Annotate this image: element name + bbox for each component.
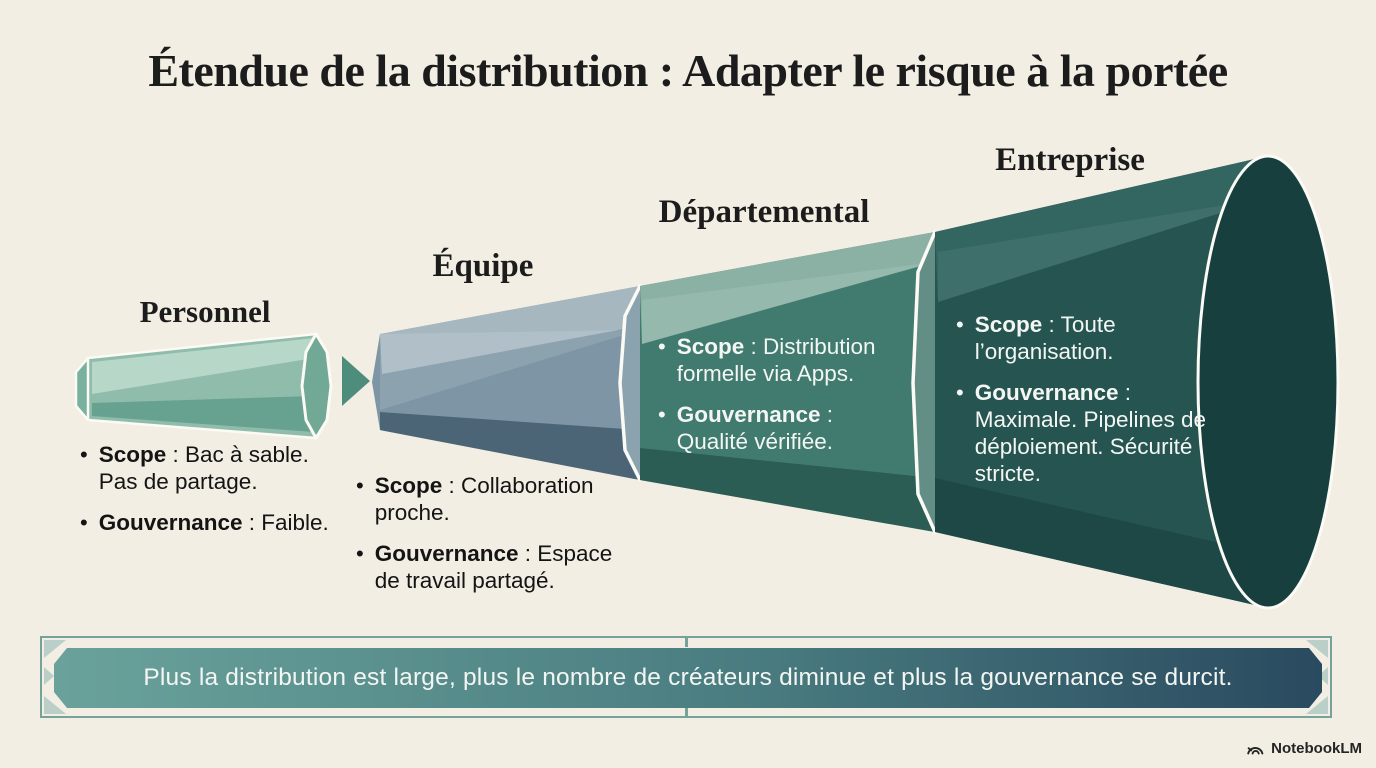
notebooklm-logo-icon (1247, 747, 1264, 755)
banner-center-tick (685, 707, 688, 718)
funnel-segment-personnel (74, 332, 333, 440)
bullets-departemental: • Scope : Distribution formelle via Apps… (658, 333, 906, 455)
bullets-equipe: • Scope : Collaboration proche. • Gouver… (356, 472, 638, 594)
bullet-item: • Scope : Distribution formelle via Apps… (658, 333, 906, 387)
funnel-segment-entreprise (935, 154, 1340, 610)
bullet-dot: • (956, 380, 964, 405)
bullet-term: Gouvernance (98, 510, 243, 535)
bullet-text: : Collaboration proche. (374, 473, 594, 525)
bullet-item: • Gouvernance : Qualité vérifiée. (658, 401, 906, 455)
bullet-text: : Espace de travail partagé. (374, 541, 613, 593)
bullet-item: • Gouvernance : Maximale. Pipelines de d… (956, 379, 1208, 487)
stage-label-personnel: Personnel (139, 294, 271, 329)
summary-banner: Plus la distribution est large, plus le … (54, 648, 1322, 708)
funnel-segment-equipe (372, 284, 662, 482)
bullet-text: : Maximale. Pipelines de déploiement. Sé… (974, 380, 1207, 486)
stage-label-equipe: Équipe (432, 248, 534, 284)
bullet-term: Gouvernance (374, 541, 519, 566)
bullet-text: : Qualité vérifiée. (676, 402, 834, 454)
summary-banner-text: Plus la distribution est large, plus le … (143, 664, 1233, 691)
bullet-term: Scope (676, 334, 745, 359)
stage-label-entreprise: Entreprise (995, 142, 1145, 178)
bullet-term: Scope (98, 442, 167, 467)
bullet-text: : Distribution formelle via Apps. (676, 334, 876, 386)
bullet-term: Gouvernance (974, 380, 1119, 405)
bullet-dot: • (356, 473, 364, 498)
bullet-item: • Gouvernance : Espace de travail partag… (356, 540, 638, 594)
notebooklm-label: NotebookLM (1271, 740, 1362, 757)
bullet-dot: • (956, 312, 964, 337)
bullets-entreprise: • Scope : Toute l’organisation. • Gouver… (956, 311, 1208, 487)
bullets-personnel: • Scope : Bac à sable. Pas de partage. •… (80, 441, 342, 536)
banner-edge-decoration (1318, 667, 1328, 685)
bullet-item: • Scope : Collaboration proche. (356, 472, 638, 526)
banner-center-tick (685, 636, 688, 647)
bullet-dot: • (80, 442, 88, 467)
bullet-item: • Scope : Toute l’organisation. (956, 311, 1208, 365)
bullet-term: Gouvernance (676, 402, 821, 427)
bullet-dot: • (80, 510, 88, 535)
bullet-dot: • (356, 541, 364, 566)
bullet-term: Scope (374, 473, 443, 498)
bullet-item: • Scope : Bac à sable. Pas de partage. (80, 441, 342, 495)
bullet-dot: • (658, 402, 666, 427)
notebooklm-watermark: NotebookLM (1246, 740, 1362, 757)
bullet-text: : Faible. (242, 510, 329, 535)
funnel-segment-departemental (640, 230, 959, 534)
bullet-text: : Toute l’organisation. (974, 312, 1116, 364)
page-title: Étendue de la distribution : Adapter le … (148, 45, 1228, 96)
bullet-item: • Gouvernance : Faible. (80, 509, 342, 536)
bullet-text: : Bac à sable. Pas de partage. (98, 442, 309, 494)
bullet-dot: • (658, 334, 666, 359)
banner-edge-decoration (44, 667, 54, 685)
arrow-icon (342, 356, 370, 406)
stage-label-departemental: Départemental (658, 194, 870, 230)
bullet-term: Scope (974, 312, 1043, 337)
